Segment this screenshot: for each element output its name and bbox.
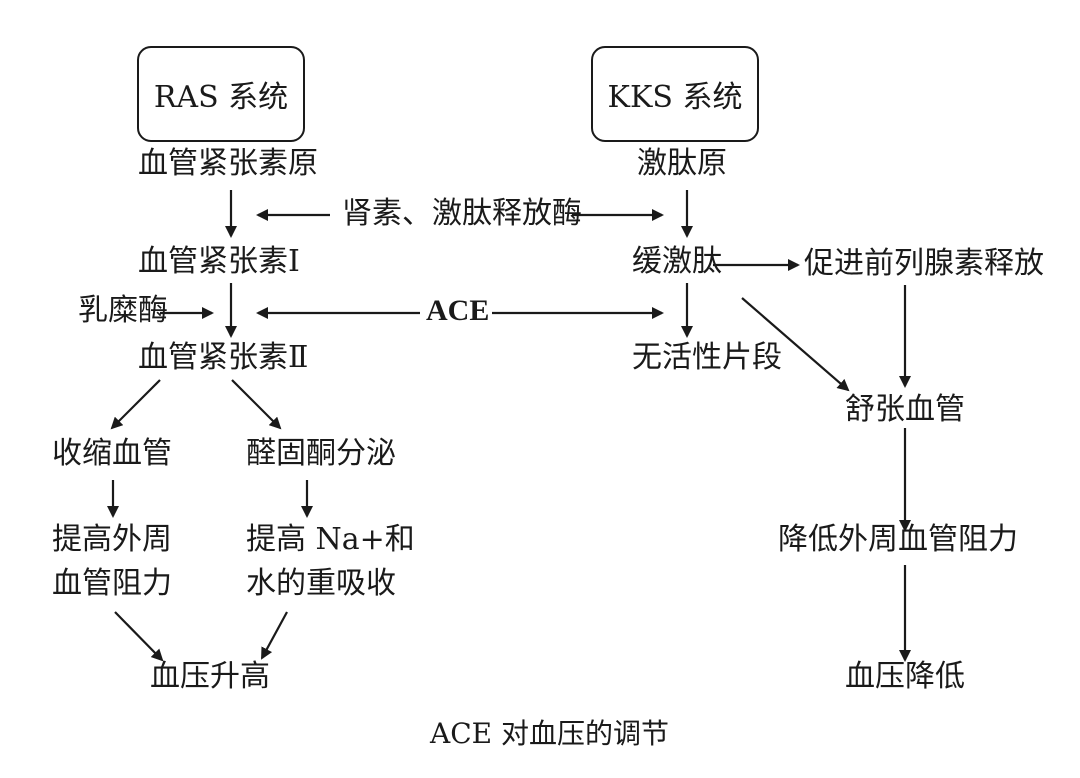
arrow-ang2-to-aldosterone [231,379,282,430]
arrow-resistance-to-bpup [114,611,164,662]
node-bradykinin: 缓激肽 [632,244,722,279]
node-vasoconstriction: 收缩血管 [52,436,172,471]
ras-system-box: RAS 系统 [137,46,305,142]
kks-system-box: KKS 系统 [591,46,759,142]
node-vasodilation: 舒张血管 [845,392,965,427]
node-prostaglandin-release: 促进前列腺素释放 [804,246,1044,281]
node-bp-up: 血压升高 [150,659,270,694]
enzyme-renin-kallikrein: 肾素、激肽释放酶 [342,196,582,231]
arrow-ang2-to-vasoconstriction [110,379,161,430]
ras-system-label: RAS 系统 [153,80,289,115]
node-bp-down: 血压降低 [845,659,965,694]
node-aldosterone: 醛固酮分泌 [246,436,396,471]
node-na-reabsorb-line2: 水的重吸收 [246,566,396,601]
node-na-reabsorb-line1: 提高 Na+和 [246,522,415,557]
enzyme-ace: ACE [426,294,490,327]
node-raise-resistance-line2: 血管阻力 [52,566,172,601]
arrow-na-to-bpup [261,611,288,660]
node-raise-resistance-line1: 提高外周 [52,522,172,557]
diagram-caption: ACE 对血压的调节 [430,717,669,750]
kks-system-label: KKS 系统 [607,80,743,115]
node-angiotensinogen: 血管紧张素原 [138,146,318,181]
node-kininogen: 激肽原 [637,146,727,181]
node-angiotensin-1: 血管紧张素Ⅰ [138,244,300,279]
node-inactive-fragment: 无活性片段 [632,340,782,375]
node-lower-resistance: 降低外周血管阻力 [778,522,1018,557]
node-chymase: 乳糜酶 [78,293,168,328]
node-angiotensin-2: 血管紧张素Ⅱ [138,340,309,375]
arrow-bradykinin-to-vasodilation [741,297,850,392]
